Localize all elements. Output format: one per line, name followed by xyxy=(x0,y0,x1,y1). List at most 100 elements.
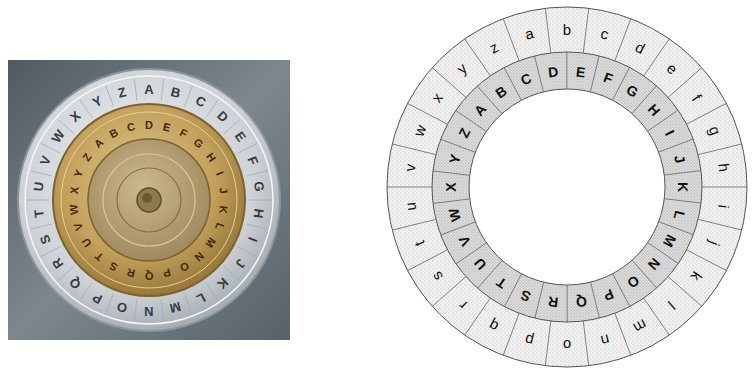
outer-ring-letter: q xyxy=(486,318,500,335)
inner-ring-letter: W xyxy=(446,207,463,223)
inner-ring-letter: J xyxy=(672,154,687,165)
disk-inner-letter: A xyxy=(93,137,106,151)
disk-outer-letter: N xyxy=(144,305,153,318)
disk-outer-letter: L xyxy=(194,291,207,306)
inner-ring xyxy=(432,52,702,322)
cell-divider xyxy=(583,321,588,366)
disk-inner-letter: I xyxy=(213,170,224,177)
disk-inner-letter: W xyxy=(68,203,80,215)
outer-ring-letter: e xyxy=(664,60,680,77)
disk-inner-letter: D xyxy=(145,120,153,131)
disk-outer-letter: D xyxy=(215,109,231,125)
cell-divider xyxy=(80,282,92,300)
cell-divider xyxy=(246,171,267,176)
disk-outer-letter: O xyxy=(116,300,129,315)
cell-divider xyxy=(702,187,747,188)
outer-ring-letter: c xyxy=(599,25,610,41)
inner-ring-letter: E xyxy=(575,64,586,79)
outer-ring-letter: y xyxy=(454,61,470,77)
photo-plate xyxy=(8,60,290,340)
disk-outer-letter: S xyxy=(38,233,53,246)
inner-ring-letter: X xyxy=(444,182,458,191)
cell-divider xyxy=(441,222,476,235)
outer-ring-letter: x xyxy=(429,90,446,105)
inner-ring-letter: P xyxy=(601,287,615,303)
inner-ring-letter: S xyxy=(519,287,533,303)
cell-divider xyxy=(433,171,470,175)
disk-inner-letter: F xyxy=(178,127,189,140)
cell-divider xyxy=(408,103,448,124)
cell-divider xyxy=(41,143,60,153)
inner-ring-letter: D xyxy=(547,64,559,79)
outer-ring-letter: i xyxy=(716,203,731,208)
cell-divider xyxy=(441,139,476,152)
disk-inner-letter: O xyxy=(177,260,190,274)
disk-outer-letter: C xyxy=(193,94,207,110)
disk-inner-letter: X xyxy=(69,187,81,196)
inner-ring-letter: L xyxy=(672,209,688,221)
cell-divider xyxy=(206,282,218,300)
outer-ring-letter: v xyxy=(402,163,418,172)
inner-ring-letter: U xyxy=(472,256,489,273)
inner-ring-letter: Y xyxy=(446,153,462,165)
cell-divider xyxy=(664,199,701,203)
disk-outer-letter: Z xyxy=(117,85,128,100)
disk-inner-letter: U xyxy=(80,236,94,249)
disk-inner-letter: V xyxy=(72,221,85,232)
disk-outer-letter: J xyxy=(233,256,248,269)
disk-outer-letter: X xyxy=(68,109,83,124)
outer-ring-letter: r xyxy=(455,298,469,313)
cell-divider xyxy=(503,313,519,355)
inner-ring-letter: O xyxy=(625,274,642,292)
brass-disk xyxy=(53,104,245,296)
disk-inner-letter: C xyxy=(126,121,136,134)
disk-inner-letter: T xyxy=(93,250,105,263)
cell-divider xyxy=(387,187,432,188)
disk-inner-letter: J xyxy=(218,187,230,194)
cell-divider xyxy=(392,219,436,230)
cell-divider xyxy=(184,86,192,107)
outer-ring-letter: a xyxy=(523,25,535,42)
silver-ring-edge xyxy=(25,76,273,324)
cell-divider xyxy=(161,79,164,101)
brass-groove xyxy=(117,168,181,232)
cell-divider xyxy=(246,224,267,229)
cell-divider xyxy=(134,79,137,101)
disk-outer-letter: F xyxy=(245,155,260,167)
cell-divider xyxy=(535,56,544,92)
cell-divider xyxy=(31,171,52,176)
cell-divider xyxy=(433,199,470,204)
outer-ring-letter: l xyxy=(666,299,678,312)
inner-ring-letter: M xyxy=(661,232,679,249)
cell-divider xyxy=(535,282,544,318)
hub xyxy=(137,188,161,212)
inner-ring-letter: I xyxy=(663,128,677,138)
cell-divider xyxy=(41,246,60,256)
outer-ring-letter: z xyxy=(487,39,501,56)
cell-divider xyxy=(238,246,257,256)
cell-divider xyxy=(698,219,742,230)
disk-outer-letter: E xyxy=(233,130,249,145)
disk-outer-letter: U xyxy=(32,181,46,192)
outer-ring-letter: o xyxy=(563,338,571,353)
inner-ring-letter: K xyxy=(676,182,690,192)
cell-divider xyxy=(664,171,701,176)
cell-divider xyxy=(503,19,519,61)
disk-outer-letter: M xyxy=(169,300,183,315)
cell-divider xyxy=(590,56,599,92)
brass-center xyxy=(88,139,210,261)
cell-divider xyxy=(591,282,600,318)
outer-ring-letter: s xyxy=(429,269,446,284)
disk-outer-letter: G xyxy=(252,181,266,193)
disk-inner-letter: Y xyxy=(72,168,85,179)
outer-ring-letter: m xyxy=(631,317,649,336)
disk-inner-letter: L xyxy=(213,221,226,231)
cell-divider xyxy=(687,250,727,271)
disk-inner-letter: G xyxy=(192,137,206,151)
cell-divider xyxy=(249,200,271,201)
outer-ring-letter: b xyxy=(563,22,571,37)
cell-divider xyxy=(161,299,164,321)
disk-inner-letter: M xyxy=(204,236,218,250)
outer-ring-letter: t xyxy=(412,238,428,247)
outer-ring-letter: k xyxy=(689,269,706,284)
